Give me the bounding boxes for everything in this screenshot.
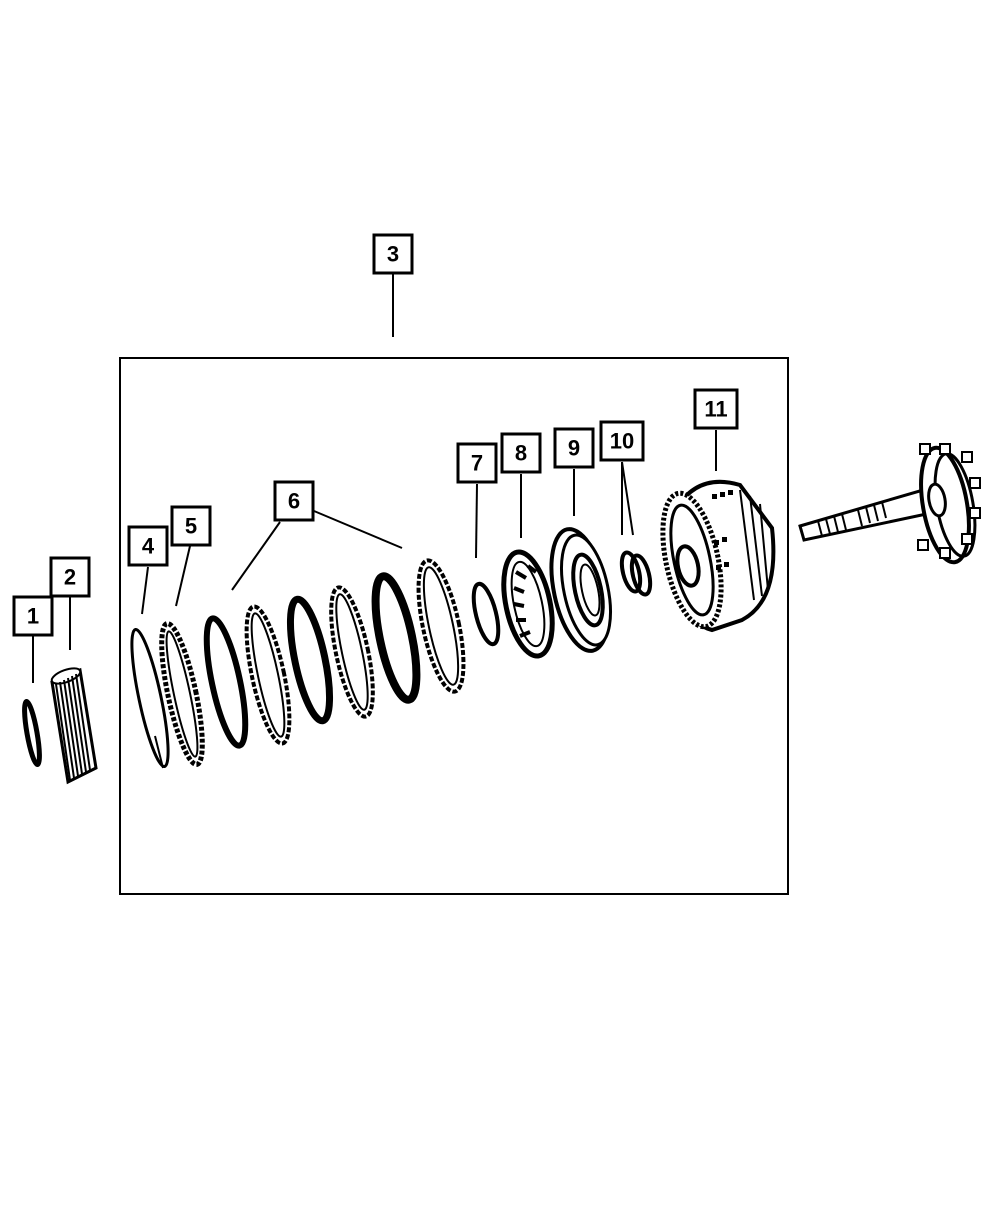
callout-9: 9: [553, 427, 595, 469]
callout-4: 4: [127, 525, 169, 567]
clutch-plate: [286, 595, 334, 725]
callout-label: 3: [387, 242, 399, 267]
leader-4: [141, 566, 149, 615]
callout-label: 4: [142, 534, 155, 559]
callout-6: 6: [273, 480, 315, 522]
snap-ring-part-4: [130, 627, 170, 769]
callout-11: 11: [693, 388, 739, 430]
clutch-plate: [371, 572, 421, 704]
pressure-plate-part-5: [159, 621, 205, 767]
callout-7: 7: [456, 442, 498, 484]
callout-3: 3: [372, 233, 414, 275]
leader-5: [175, 545, 191, 607]
callout-label: 11: [704, 397, 727, 422]
clutch-plate: [335, 593, 369, 711]
clutch-plate: [244, 604, 292, 746]
callout-label: 6: [288, 489, 300, 514]
leader-lines: [32, 274, 717, 683]
return-spring-part-8: [501, 549, 555, 659]
input-shaft: [798, 443, 981, 565]
callout-label: 10: [610, 429, 634, 454]
retaining-ring-part-7: [471, 581, 501, 647]
snap-ring-part-1: [22, 698, 42, 768]
clutch-plate: [416, 558, 466, 694]
callout-label: 2: [64, 565, 76, 590]
clutch-plate: [250, 612, 286, 738]
callout-label: 1: [27, 604, 39, 629]
leader-6a: [231, 521, 281, 591]
callout-1: 1: [12, 595, 54, 637]
callout-5: 5: [170, 505, 212, 547]
leader-10b: [621, 461, 634, 536]
callout-label: 7: [471, 451, 483, 476]
callout-label: 9: [568, 436, 580, 461]
clutch-pack-part-6: [203, 558, 466, 749]
clutch-plate: [329, 585, 375, 719]
clutch-plate: [203, 615, 249, 749]
leader-7: [475, 483, 478, 559]
seal-rings-part-10: [619, 550, 653, 597]
leader-6b: [313, 510, 403, 549]
callout-label: 8: [515, 441, 527, 466]
bearing-drum-part-2: [50, 667, 98, 785]
clutch-housing-part-11: [660, 479, 776, 633]
clutch-plate: [422, 566, 460, 686]
callout-10: 10: [599, 420, 645, 462]
callout-2: 2: [49, 556, 91, 598]
callout-label: 5: [185, 514, 197, 539]
callout-8: 8: [500, 432, 542, 474]
assembly-frame: [119, 357, 789, 895]
piston-part-9: [549, 527, 612, 653]
